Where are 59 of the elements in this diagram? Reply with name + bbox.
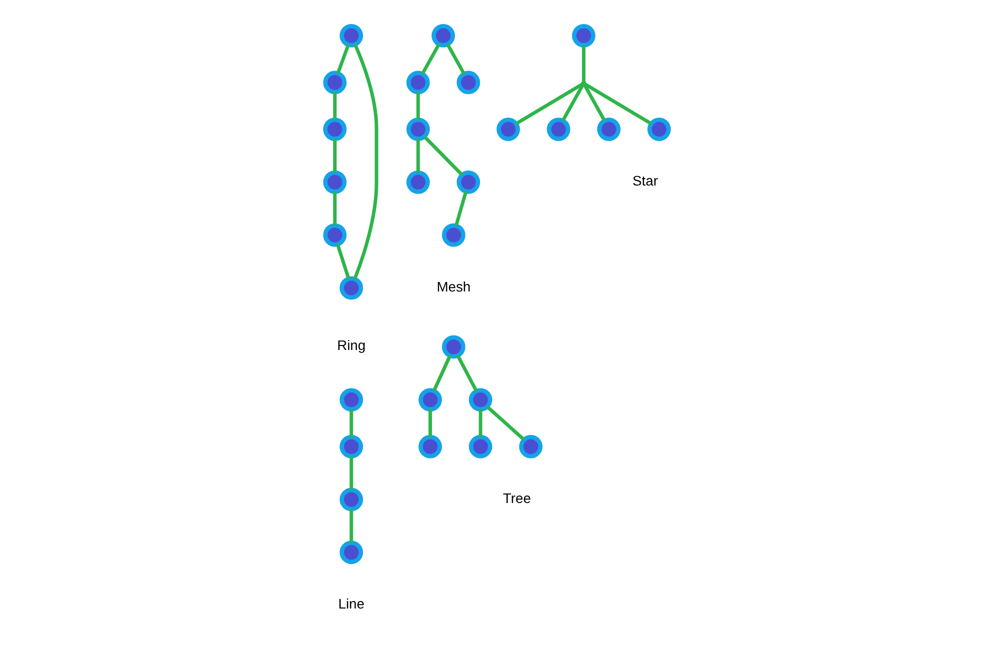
label: Mesh — [436, 278, 470, 294]
node-circle — [546, 118, 570, 141]
node-circle — [572, 24, 595, 48]
node-circle — [339, 540, 363, 564]
label: Tree — [502, 490, 530, 506]
label: Ring — [336, 337, 366, 354]
node-circle — [441, 335, 465, 359]
node-circle — [339, 388, 363, 412]
node-circle — [418, 434, 442, 458]
node-circle — [496, 118, 520, 141]
connector — [486, 406, 525, 441]
node-circle — [456, 70, 480, 94]
node-circle — [406, 170, 430, 194]
connector — [416, 92, 420, 120]
node-circle — [322, 170, 346, 194]
connector — [349, 509, 353, 543]
node-point — [580, 80, 586, 85]
node-circle — [441, 223, 465, 247]
node-circle — [406, 70, 430, 94]
connector — [584, 82, 652, 126]
node-circle — [406, 118, 430, 141]
connector — [352, 44, 378, 280]
connector — [336, 44, 350, 74]
node-circle — [468, 434, 492, 458]
connector — [422, 136, 463, 176]
connector — [332, 138, 336, 172]
connector — [349, 456, 353, 490]
node-circle — [646, 118, 670, 141]
node-circle — [339, 276, 363, 300]
node-circle — [322, 70, 346, 94]
node-circle — [339, 24, 363, 48]
connector — [582, 84, 606, 122]
connector — [478, 409, 482, 437]
node-circle — [418, 388, 442, 412]
connector — [420, 44, 440, 75]
node-circle — [518, 434, 542, 458]
connector — [349, 409, 353, 437]
node-circle — [456, 170, 480, 194]
connector — [416, 138, 420, 172]
connector — [514, 82, 583, 126]
connector — [332, 92, 336, 120]
node-circle — [339, 434, 363, 458]
node-circle — [339, 488, 363, 512]
node-circle — [322, 118, 346, 141]
node-circle — [322, 223, 346, 247]
node-circle — [431, 24, 454, 48]
connector — [446, 44, 466, 75]
connector — [456, 354, 478, 392]
connector — [428, 409, 432, 437]
node-circle — [468, 388, 492, 412]
label: Star — [632, 172, 658, 188]
connector — [454, 191, 468, 226]
label: Line — [338, 596, 364, 612]
node-circle — [596, 118, 620, 141]
connector — [432, 355, 452, 392]
connector — [335, 244, 350, 280]
connector — [332, 192, 336, 226]
connector — [581, 45, 585, 81]
connector — [560, 84, 584, 122]
